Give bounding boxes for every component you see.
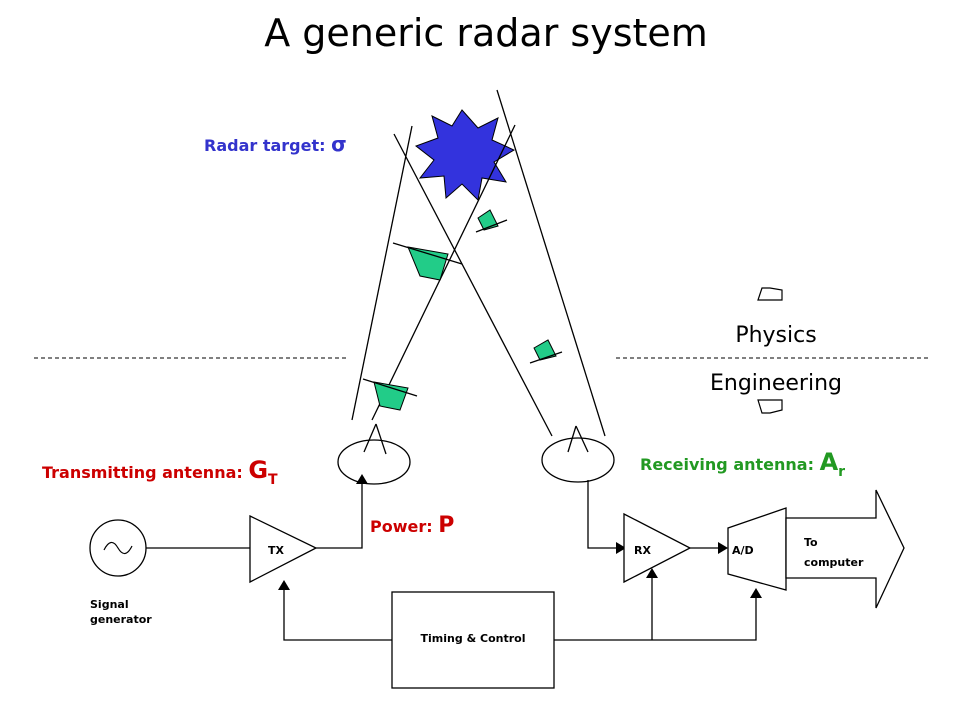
- down-arrow-icon: [757, 399, 783, 414]
- tx-wave-packet-upper: [392, 242, 463, 281]
- engineering-label: Engineering: [710, 371, 842, 396]
- rx-amplifier: [623, 512, 692, 584]
- rx-label: RX: [634, 544, 651, 557]
- physics-label: Physics: [735, 323, 816, 348]
- tx-label: TX: [268, 544, 285, 557]
- antenna-to-rx-line: [587, 480, 622, 549]
- radar-target-label: Radar target: σ: [204, 132, 347, 156]
- radar-target-icon: [414, 109, 516, 202]
- rx-beam-right-edge: [496, 89, 606, 437]
- timing-control-block: [391, 591, 555, 689]
- transmitting-antenna-dish: [337, 423, 411, 485]
- to-computer-arrow: [785, 489, 905, 609]
- receiving-antenna-label: Receiving antenna: Ar: [640, 448, 845, 480]
- adc-block: [727, 507, 787, 591]
- diagram-title: A generic radar system: [264, 11, 708, 55]
- receiving-antenna-dish: [541, 425, 615, 483]
- timing-control-label: Timing & Control: [421, 632, 526, 645]
- adc-label: A/D: [732, 544, 754, 557]
- tx-beam-right-edge: [371, 124, 516, 421]
- antenna-to-rx-arrow-icon: [616, 542, 626, 554]
- timing-to-adc-arrow-icon: [750, 588, 762, 598]
- signal-generator-label: Signal generator: [90, 598, 152, 626]
- tx-amplifier: [249, 514, 318, 584]
- timing-to-tx-arrow-icon: [278, 580, 290, 590]
- tx-to-antenna-line: [316, 478, 363, 549]
- timing-to-rx-arrow-icon: [646, 568, 658, 578]
- rx-wave-packet-lower: [529, 339, 563, 364]
- tx-to-antenna-arrow-icon: [356, 474, 368, 484]
- to-computer-label: To computer: [804, 536, 864, 569]
- rx-beam-left-edge: [393, 133, 553, 437]
- transmitting-antenna-label: Transmitting antenna: GT: [42, 456, 278, 488]
- signal-generator-icon: [89, 519, 147, 577]
- rx-wave-packet-upper: [475, 209, 508, 233]
- timing-to-tx-line: [283, 582, 392, 641]
- rx-to-adc-arrow-icon: [718, 542, 728, 554]
- timing-to-adc-line: [554, 592, 757, 641]
- up-arrow-icon: [757, 287, 783, 301]
- tx-wave-packet-lower: [362, 378, 418, 411]
- power-label: Power: P: [370, 513, 454, 538]
- tx-beam-left-edge: [351, 125, 413, 421]
